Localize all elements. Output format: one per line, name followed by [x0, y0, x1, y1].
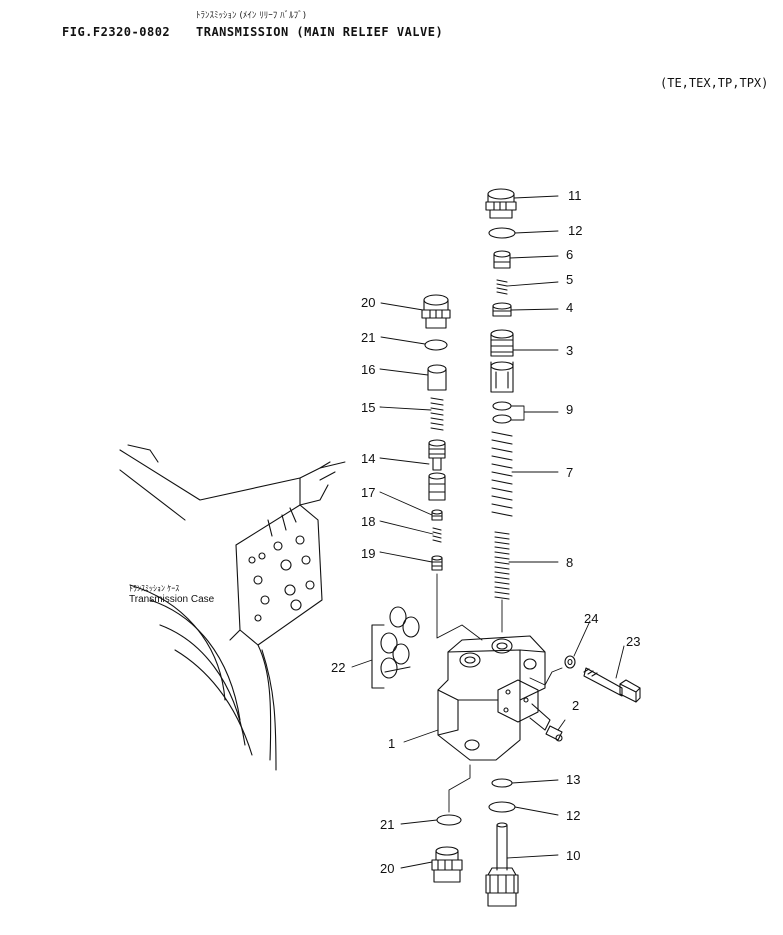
page-title: TRANSMISSION (MAIN RELIEF VALVE) — [196, 25, 444, 39]
callout-4: 4 — [566, 300, 573, 315]
assembly-lines — [319, 195, 625, 869]
callout-19: 19 — [361, 546, 375, 561]
callout-9: 9 — [566, 402, 573, 417]
callout-24: 24 — [584, 611, 598, 626]
callout-8: 8 — [566, 555, 573, 570]
valve-14 — [428, 439, 446, 501]
o-rings-9 — [492, 401, 512, 424]
o-ring-21-bottom — [436, 814, 462, 826]
plug-6 — [493, 250, 511, 269]
spring-5 — [496, 279, 508, 295]
callout-15: 15 — [361, 400, 375, 415]
callout-5: 5 — [566, 272, 573, 287]
callout-22: 22 — [331, 660, 345, 675]
case-label-japanese: ﾄﾗﾝｽﾐｯｼｮﾝ ｹｰｽ — [129, 584, 179, 593]
part-19 — [431, 555, 443, 571]
valve-body-1 — [437, 635, 551, 761]
spring-15 — [430, 397, 444, 431]
callout-21-top: 21 — [361, 330, 375, 345]
callout-14: 14 — [361, 451, 375, 466]
spring-8 — [494, 531, 510, 600]
part-17 — [431, 509, 443, 521]
callout-11: 11 — [568, 188, 582, 203]
transmission-case — [119, 444, 336, 771]
plug-10 — [485, 822, 519, 907]
sleeve-3 — [490, 329, 514, 393]
plug-20-bottom — [431, 846, 463, 883]
callout-20-top: 20 — [361, 295, 375, 310]
bolt-23 — [583, 667, 641, 703]
spool-4 — [492, 302, 512, 317]
plug-16 — [427, 364, 447, 391]
case-label-english: Transmission Case — [129, 594, 215, 605]
callout-13: 13 — [566, 772, 580, 787]
callout-12-top: 12 — [568, 223, 582, 238]
o-ring-21-top — [424, 339, 448, 351]
callout-6: 6 — [566, 247, 573, 262]
plug-11 — [485, 188, 517, 219]
plug-20-top — [421, 294, 451, 329]
washer-13 — [491, 778, 513, 788]
o-ring-12-top — [488, 227, 516, 239]
callout-10: 10 — [566, 848, 580, 863]
callout-18: 18 — [361, 514, 375, 529]
callout-21-bottom: 21 — [380, 817, 394, 832]
callout-1: 1 — [388, 736, 395, 751]
o-ring-set-22 — [371, 606, 420, 689]
callout-23: 23 — [626, 634, 640, 649]
japanese-title: ﾄﾗﾝｽﾐｯｼｮﾝ (ﾒｲﾝ ﾘﾘｰﾌ ﾊﾞﾙﾌﾞ) — [196, 11, 307, 21]
o-ring-12-bottom — [488, 801, 516, 813]
callout-7: 7 — [566, 465, 573, 480]
callout-3: 3 — [566, 343, 573, 358]
callout-17: 17 — [361, 485, 375, 500]
figure-number: FIG.F2320-0802 — [62, 25, 171, 39]
washer-24 — [564, 655, 576, 669]
applicable-models: (TE,TEX,TP,TPX) — [660, 76, 769, 90]
spring-7 — [491, 431, 513, 517]
spring-18 — [432, 527, 442, 543]
callout-2: 2 — [572, 698, 579, 713]
callout-12-bottom: 12 — [566, 808, 580, 823]
callout-16: 16 — [361, 362, 375, 377]
callout-20-bottom: 20 — [380, 861, 394, 876]
